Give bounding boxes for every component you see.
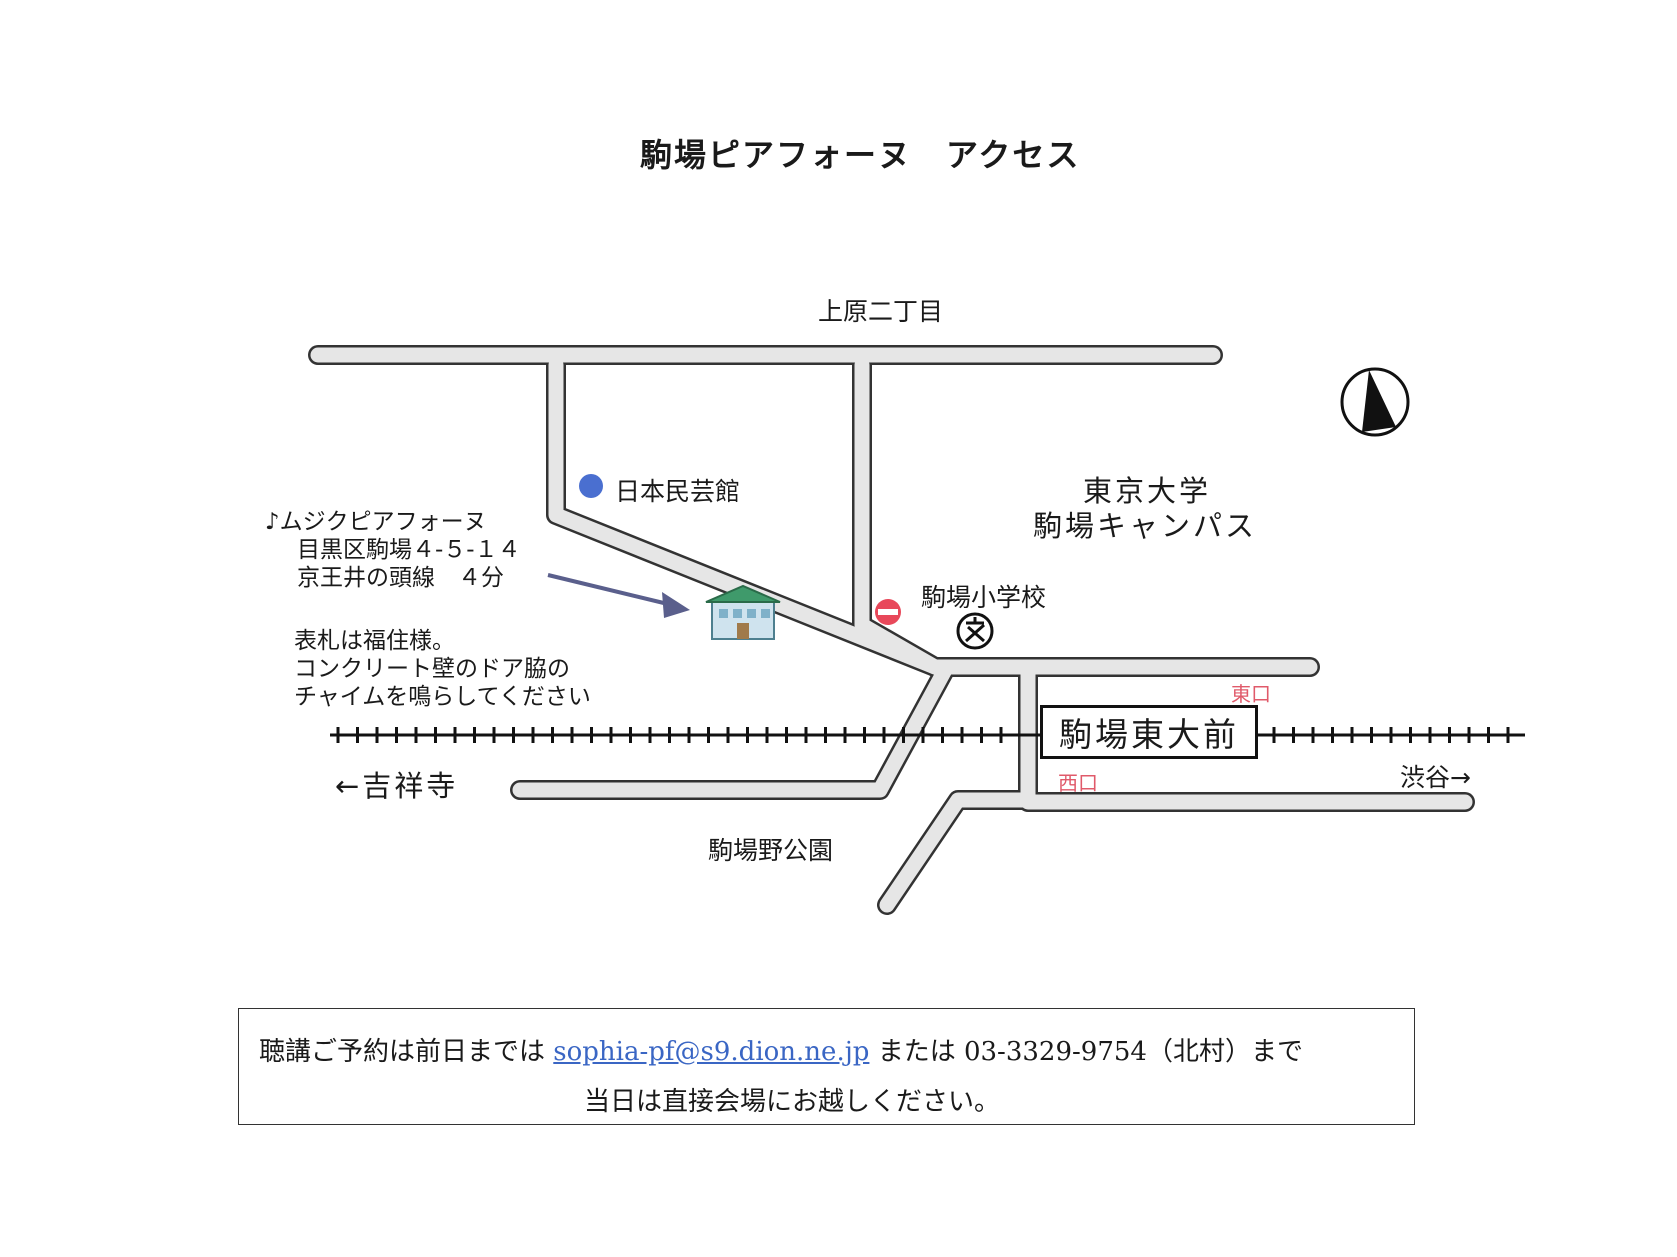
school-map-symbol-icon <box>956 612 994 650</box>
label-uehara-2chome: 上原二丁目 <box>818 297 944 326</box>
venue-info: ♪ムジクピアフォーヌ 目黒区駒場４-５-１４ 京王井の頭線 ４分 <box>265 508 521 592</box>
label-todai-line2: 駒場キャンパス <box>1033 509 1258 543</box>
blue-dot-icon <box>579 474 603 498</box>
label-park: 駒場野公園 <box>708 836 834 865</box>
door-note-line: チャイムを鳴らしてください <box>294 684 591 710</box>
reservation-prefix: 聴講ご予約は前日までは <box>259 1037 546 1067</box>
label-east-exit: 東口 <box>1231 682 1271 706</box>
door-note: 表札は福住様。 コンクリート壁のドア脇の チャイムを鳴らしてください <box>294 627 591 711</box>
north-arrow-icon <box>1340 367 1410 437</box>
label-todai-line1: 東京大学 <box>1083 474 1212 508</box>
road-bottom-diagonal <box>877 790 1038 915</box>
door-note-line: コンクリート壁のドア脇の <box>294 656 570 682</box>
direction-arrow-head <box>662 592 690 618</box>
label-kichijoji: ←吉祥寺 <box>335 769 459 803</box>
venue-line: 京王井の頭線 ４分 <box>297 565 504 591</box>
reservation-line-1: 聴講ご予約は前日までは sophia-pf@s9.dion.ne.jp または … <box>259 1031 1303 1068</box>
station-name-box: 駒場東大前 <box>1040 705 1258 759</box>
venue-address: 目黒区駒場４-５-１４ <box>297 537 521 563</box>
venue-name: ♪ムジクピアフォーヌ <box>265 509 487 535</box>
roads <box>308 345 1475 915</box>
no-entry-sign-icon <box>875 599 901 625</box>
station-name: 駒場東大前 <box>1059 715 1239 754</box>
label-mingeikan: 日本民芸館 <box>615 477 741 506</box>
label-school: 駒場小学校 <box>921 583 1047 612</box>
label-shibuya: 渋谷→ <box>1400 763 1471 792</box>
reservation-line-2: 当日は直接会場にお越しください。 <box>584 1087 1001 1117</box>
railway-line <box>330 727 1525 743</box>
reservation-info-box: 聴講ご予約は前日までは sophia-pf@s9.dion.ne.jp または … <box>238 1008 1415 1125</box>
direction-arrow <box>547 573 673 607</box>
building-icon <box>705 584 781 640</box>
label-west-exit: 西口 <box>1058 771 1098 795</box>
door-note-line: 表札は福住様。 <box>294 628 455 654</box>
road-mid-vertical <box>852 355 945 677</box>
reservation-suffix: または 03-3329-9754（北村）まで <box>877 1037 1303 1067</box>
page-title: 駒場ピアフォーヌ アクセス <box>640 136 1081 174</box>
email-link[interactable]: sophia-pf@s9.dion.ne.jp <box>553 1037 870 1067</box>
